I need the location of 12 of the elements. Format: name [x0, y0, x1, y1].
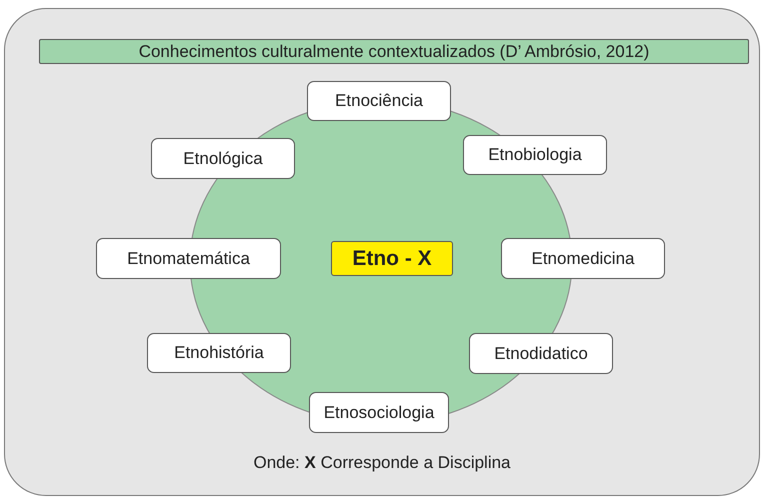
panel-background: [4, 8, 760, 496]
term-label: Etnociência: [307, 81, 451, 121]
term-label: Etnodidatico: [469, 333, 613, 374]
term-label: Etnológica: [151, 138, 295, 179]
term-label: Etnomedicina: [501, 238, 665, 279]
footnote-text: Onde: X Corresponde a Disciplina: [253, 453, 511, 473]
term-label: Etnohistória: [147, 333, 291, 373]
center-label: Etno - X: [331, 241, 453, 276]
term-label: Etnosociologia: [309, 392, 449, 433]
term-label: Etnobiologia: [463, 135, 607, 175]
term-label: Etnomatemática: [96, 238, 281, 279]
title-banner: Conhecimentos culturalmente contextualizados (D’ Ambrósio, 2012): [39, 39, 749, 64]
